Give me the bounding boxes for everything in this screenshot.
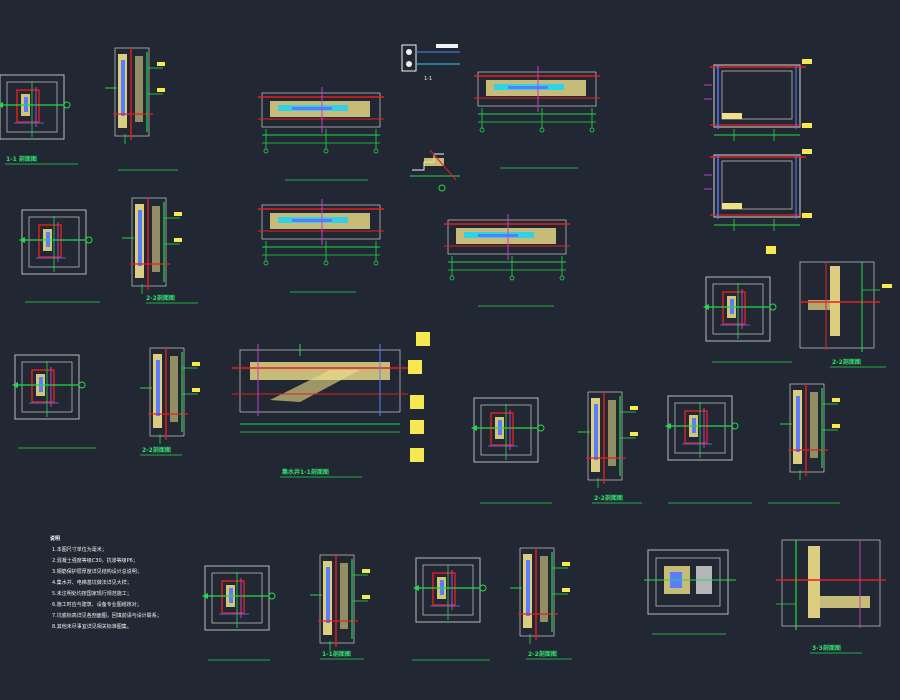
detail-label-r3b: 2-2剖面图	[142, 446, 171, 454]
elevation-detail-r2c	[257, 198, 385, 266]
notes-line-2: 2.混凝土强度等级C30，抗渗等级P6；	[52, 557, 138, 564]
notes-heading: 说明	[50, 535, 60, 542]
detail-label-r5f: 3-3剖面图	[812, 644, 841, 652]
detail-label-r5b: 1-1剖面图	[322, 650, 351, 658]
box-detail-top	[703, 58, 813, 142]
section-detail-r2b	[121, 197, 183, 295]
section-detail-r1b	[104, 47, 166, 145]
detail-label-r5d: 2-2剖面图	[528, 650, 557, 658]
detail-label-r2b: 2-2剖面图	[146, 294, 175, 302]
notes-line-6: 6.施工时应与建筑、设备专业图纸核对；	[52, 601, 142, 608]
plan-detail-r2a	[18, 209, 93, 275]
large-section-r3c	[232, 344, 408, 433]
section-detail-r3b	[139, 347, 201, 445]
section-detail-r5d	[509, 547, 571, 645]
plan-detail-r4c	[664, 395, 739, 461]
notes-line-1: 1.本图尺寸单位为毫米；	[52, 546, 107, 553]
notes-line-3: 3.钢筋保护层厚度详见结构设计总说明；	[52, 568, 142, 575]
plan-detail-r5e	[644, 549, 736, 615]
box-detail-middle	[703, 148, 813, 232]
plan-detail-r1a	[0, 74, 71, 140]
section-detail-r2f	[799, 261, 892, 352]
stair-detail	[410, 149, 460, 192]
section-detail-r5b	[309, 554, 371, 652]
plan-detail-r5a	[201, 565, 276, 631]
elevation-detail-r1d	[473, 65, 601, 133]
small-key-detail	[401, 44, 460, 72]
notes-line-4: 4.集水井、电梯基坑做法详见大样；	[52, 579, 132, 586]
notes-line-5: 5.未注明处均按国家现行规范施工；	[52, 590, 132, 597]
elevation-detail-r1c	[257, 86, 385, 154]
detail-label-r2f: 2-2剖面图	[832, 358, 861, 366]
detail-label-r1c: 1-1	[424, 76, 432, 82]
section-detail-r4d	[779, 383, 841, 481]
plan-detail-r5c	[412, 557, 487, 623]
detail-label-r4b: 2-2剖面图	[594, 494, 623, 502]
notes-block: 说明 1.本图尺寸单位为毫米； 2.混凝土强度等级C30，抗渗等级P6； 3.钢…	[50, 535, 162, 630]
plan-detail-r2e	[702, 276, 777, 342]
plan-detail-r4a	[470, 397, 545, 463]
legend-flags	[408, 332, 430, 462]
elevation-detail-r2d	[443, 213, 571, 281]
notes-line-8: 8.其他未尽事宜详见相关标准图集。	[52, 623, 132, 630]
section-detail-r5f	[776, 539, 886, 630]
notes-line-7: 7.坑底标高详见各剖面图，回填前请与设计联系；	[52, 612, 162, 619]
section-detail-r4b	[577, 391, 639, 489]
detail-label-r1a: 1-1 剖面图	[6, 155, 37, 163]
detail-label-r3c: 集水井1-1剖面图	[281, 468, 329, 476]
plan-detail-r3a	[11, 354, 86, 420]
